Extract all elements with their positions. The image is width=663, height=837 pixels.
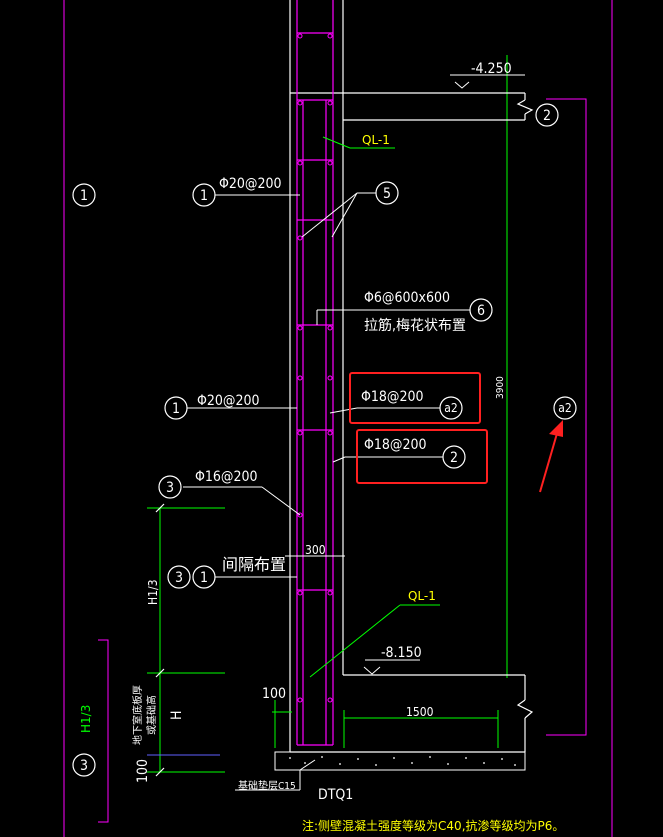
callout-2-top: 2	[543, 108, 551, 124]
bar-18-label-a: Φ18@200	[361, 389, 424, 405]
ql1-bottom-label: QL-1	[408, 589, 436, 603]
callout-a2-inner: a2	[444, 401, 457, 415]
callout-numbers: 1 1 2 5 6 a2 1 2 3 3 1 3 a2	[80, 108, 572, 774]
bar-20-label-b: Φ20@200	[197, 393, 260, 409]
callout-3-a: 3	[166, 480, 174, 496]
elev-top-label: -4.250	[471, 61, 512, 77]
wall-rebar	[296, 0, 334, 746]
rebar-dots	[297, 33, 333, 703]
drawing-title: DTQ1	[318, 787, 353, 803]
callout-1-c: 1	[200, 570, 208, 586]
callout-1-a: 1	[200, 188, 208, 204]
callout-1-left: 1	[80, 188, 88, 204]
dim-h1-3: H1/3	[146, 580, 160, 606]
mark-h1-3: H1/3	[79, 705, 93, 733]
depth-note-2: 或基础高	[145, 695, 158, 735]
callout-circles	[72, 103, 577, 777]
depth-note-1: 地下室底板厚	[131, 685, 144, 745]
footnote: 注:侧壁混凝土强度等级为C40,抗渗等级均为P6。	[302, 818, 564, 833]
ql1-top-label: QL-1	[362, 133, 390, 147]
bar-6-label: Φ6@600x600	[364, 290, 450, 306]
cushion-hatch	[289, 756, 516, 766]
green-leaders	[147, 136, 499, 773]
dim-300: 300	[305, 543, 326, 557]
callout-a2-right: a2	[558, 401, 571, 415]
callout-2-inner: 2	[450, 450, 458, 466]
red-arrow-head	[549, 420, 563, 437]
alternate-label: 间隔布置	[222, 555, 286, 574]
bar-16-label: Φ16@200	[195, 469, 258, 485]
magenta-frame-lines	[63, 0, 613, 837]
red-highlights	[349, 372, 559, 493]
callout-3-b: 3	[175, 570, 183, 586]
callout-5: 5	[383, 186, 391, 202]
tie-note-label: 拉筋,梅花状布置	[364, 317, 466, 334]
dim-100-side: 100	[135, 759, 151, 783]
dim-ticks	[155, 503, 165, 777]
leader-lines	[183, 74, 525, 791]
cushion-label: 基础垫层C15	[238, 779, 296, 792]
dim-3900: 3900	[495, 376, 506, 399]
elev-bottom-label: -8.150	[381, 645, 422, 661]
callout-1-b: 1	[172, 401, 180, 417]
callout-6: 6	[477, 303, 485, 319]
callout-3-bottom: 3	[80, 758, 88, 774]
dim-100-top: 100	[262, 686, 286, 702]
bar-18-label-b: Φ18@200	[364, 437, 427, 453]
bar-20-label-a: Φ20@200	[219, 176, 282, 192]
cushion-layer	[274, 751, 526, 771]
dim-1500: 1500	[406, 705, 434, 719]
dim-h: H	[169, 711, 185, 720]
